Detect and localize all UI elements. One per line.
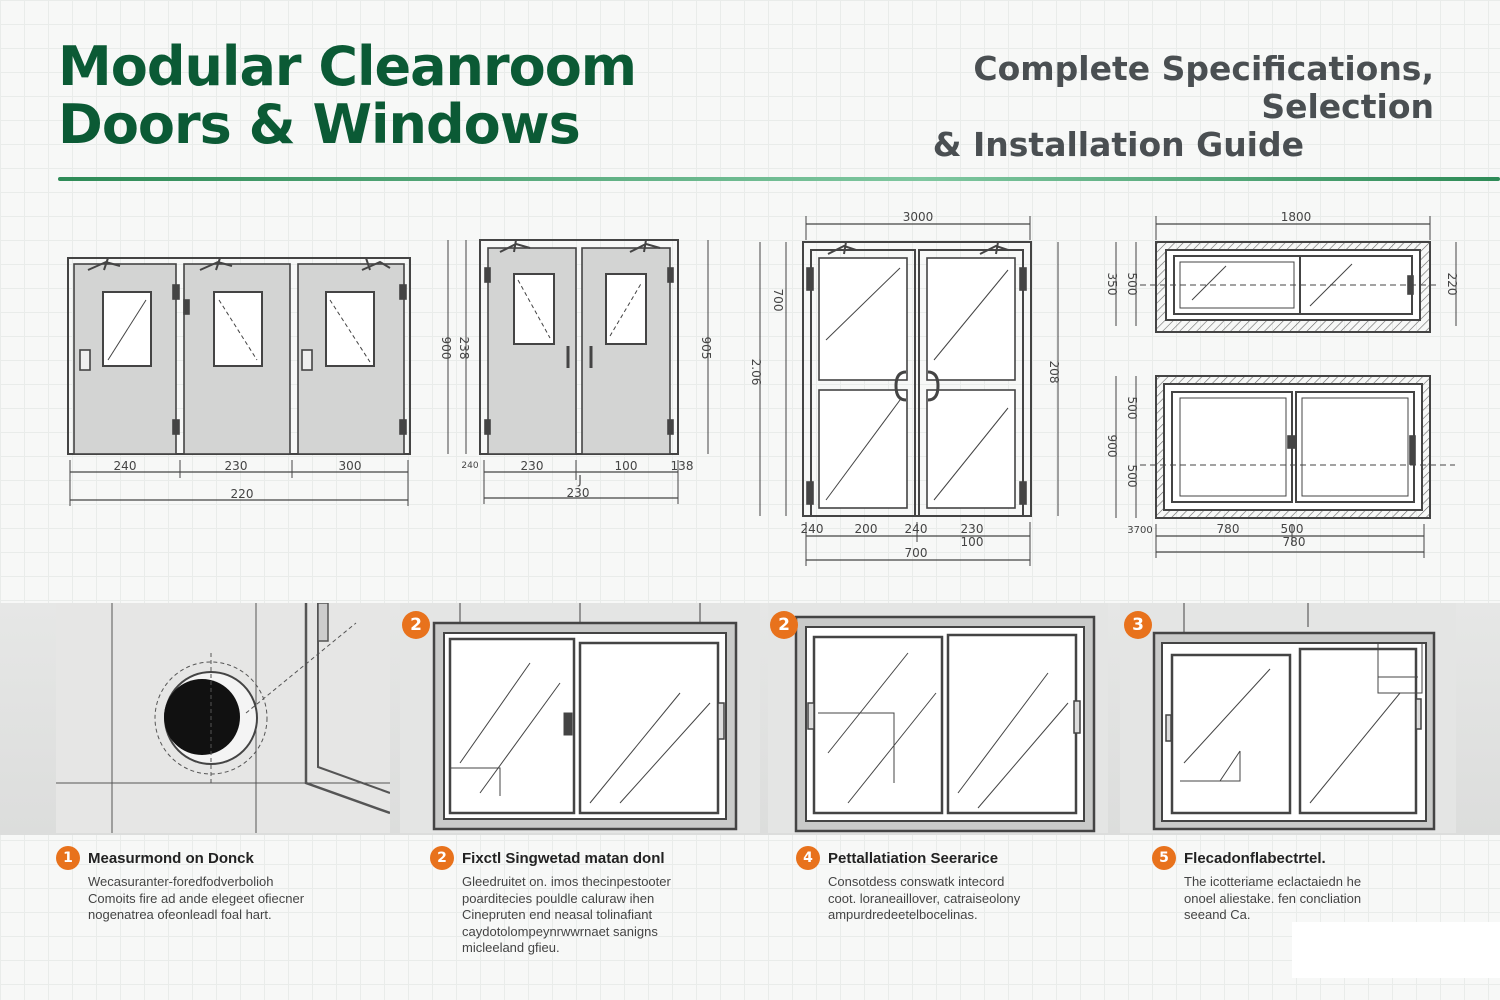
step-line: Gleedruitet on. imos thecinpestooter [462,874,671,889]
triple-door-drawing: 240 230 300 220 [67,257,411,506]
step-line: coot. loraneaillover, catraiseolony [828,890,1021,906]
dim-label: 2.06 [749,359,763,386]
sliding-window-bottom-drawing: 900 500 500 780 500 3700 780 [1105,375,1455,558]
step-line: Comoits fire ad ande elegeet ofiecner [88,890,305,906]
step-2: 2 Fixctl Singwetad matan donl Gleedruite… [430,846,760,957]
dim-label: 100 [961,535,984,549]
step-number: 4 [796,846,820,870]
step-body: Consotdess conswatk intecord coot. loran… [796,874,1126,924]
step-title: Flecadonflabectrtel. [1184,849,1326,867]
dim-label: 700 [905,546,928,560]
step-line: Wecasuranter-foredfodverbolioh [88,874,274,889]
dim-label: 240 [905,522,928,536]
step-title: Fixctl Singwetad matan donl [462,849,665,867]
step-number: 1 [56,846,80,870]
dim-label: 780 [1217,522,1240,536]
dim-label: 300 [339,459,362,473]
step-body: Gleedruitet on. imos thecinpestooter poa… [430,874,760,957]
dim-label: 208 [1047,361,1061,384]
dim-label: 780 [1283,535,1306,549]
step-line: The icotteriame eclactaiedn he [1184,874,1362,889]
step-line: onoel aliestake. fen concliation [1184,890,1362,906]
subtitle-line-2: & Installation Guide [932,125,1304,164]
step-number: 2 [430,846,454,870]
title-line-2: Doors & Windows [58,93,581,156]
dim-label: 100 [615,459,638,473]
step-body: Wecasuranter-foredfodverbolioh Comoits f… [56,874,386,924]
dim-label: 500 [1125,465,1139,488]
page-title: Modular Cleanroom Doors & Windows [58,35,637,156]
step-body: The icotteriame eclactaiedn he onoel ali… [1152,874,1482,924]
step-line: micleeland gfieu. [462,940,560,955]
dim-label: 238 [457,337,471,360]
glass-door-drawing: 3000 700 2.06 208 240 200 240 230 100 70… [749,210,1061,566]
photo-window-install-3 [1120,603,1456,833]
dim-label: 3700 [1127,525,1152,536]
step-1: 1 Measurmond on Donck Wecasuranter-fored… [56,846,386,924]
step-line: seeand Ca. [1184,907,1251,922]
header-divider [58,177,1500,181]
step-line: poarditecies pouldle caluraw ihen [462,890,655,906]
dim-label: 200 [855,522,878,536]
dim-label: 3000 [903,210,934,224]
step-number: 5 [1152,846,1176,870]
dim-label: 900 [1105,435,1119,458]
step-line: caydotolompeynrwwrnaet sanigns [462,923,658,939]
dim-label: 500 [1125,397,1139,420]
photo-window-install-1 [400,603,760,833]
double-door-drawing: 900 238 905 240 230 100 138 230 J [439,239,713,504]
dim-label: J [577,473,582,487]
dim-label: 230 [225,459,248,473]
photo-wall-opening [56,603,390,833]
dim-label: 138 [671,459,694,473]
dim-label: 220 [1445,273,1459,296]
step-line: Consotdess conswatk intecord [828,874,1005,889]
step-line: ampurdredeetelbocelinas. [828,907,978,922]
photo-badge: 3 [1124,611,1152,639]
blank-corner-area [1292,922,1500,978]
dim-label: 900 [439,337,453,360]
step-title: Measurmond on Donck [88,849,254,867]
dim-label: 230 [961,522,984,536]
page-subtitle: Complete Specifications, Selection & Ins… [794,50,1434,164]
dim-label: 700 [771,289,785,312]
step-line: nogenatrea ofeonleadl foal hart. [88,907,272,922]
dim-label: 240 [461,461,478,471]
dim-label: 500 [1281,522,1304,536]
step-4: 4 Pettallatiation Seerarice Consotdess c… [796,846,1126,924]
step-5: 5 Flecadonflabectrtel. The icotteriame e… [1152,846,1482,924]
photo-window-install-2 [768,603,1108,833]
dim-label: 240 [801,522,824,536]
dim-label: 350 [1105,273,1119,296]
dim-label: 905 [699,337,713,360]
dim-label: 230 [521,459,544,473]
dim-label: 220 [231,487,254,501]
dim-label: 500 [1125,273,1139,296]
sliding-window-top-drawing: 1800 350 500 220 [1105,210,1459,333]
photo-badge: 2 [770,611,798,639]
technical-drawings: 240 230 300 220 900 238 905 [67,210,1459,566]
dim-label: 1800 [1281,210,1312,224]
dim-label: 230 [567,486,590,500]
step-title: Pettallatiation Seerarice [828,849,999,867]
dim-label: 240 [114,459,137,473]
title-line-1: Modular Cleanroom [58,35,637,98]
photo-badge: 2 [402,611,430,639]
step-line: Cinepruten end neasal tolinafiant [462,907,653,922]
subtitle-line-1: Complete Specifications, Selection [973,49,1434,126]
